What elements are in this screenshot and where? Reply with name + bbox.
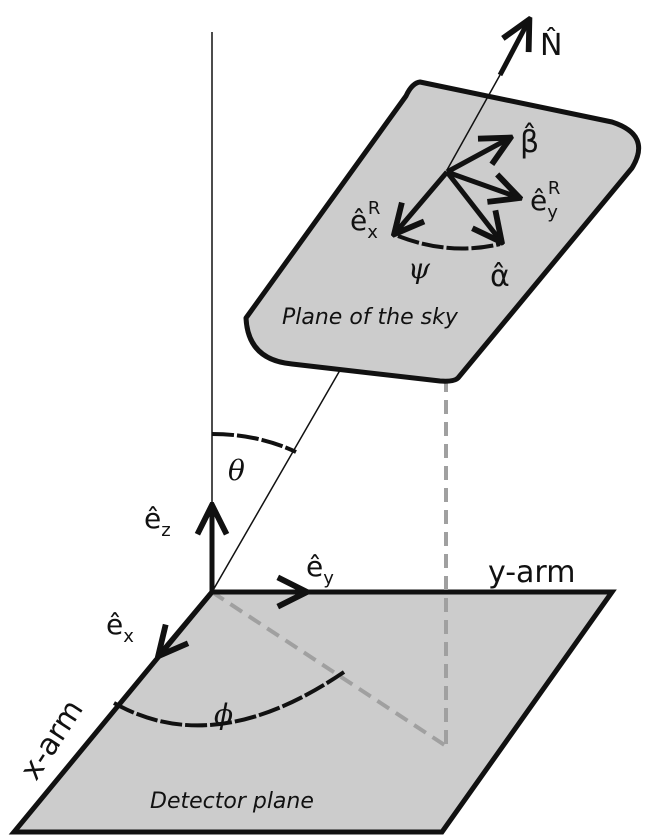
beta-hat-label: β̂ (520, 122, 539, 160)
beta-hat-arrow (445, 139, 508, 175)
ex-arrow (160, 590, 214, 654)
projection-line-on-plane (210, 590, 448, 748)
sky-plane (243, 79, 642, 384)
detector-plane-caption: Detector plane (150, 789, 314, 814)
sky-plane-caption: Plane of the sky (282, 305, 459, 330)
ex-r-label: êxR (350, 198, 380, 243)
psi-label: ψ (408, 252, 431, 285)
phi-label: ϕ (214, 698, 233, 731)
n-direction-thin (446, 74, 501, 171)
ey-r-arrow (446, 169, 517, 197)
theta-label: θ (228, 454, 245, 487)
source-direction-line (211, 364, 344, 593)
ex-label: êx (106, 608, 134, 647)
n-hat-arrow (497, 22, 528, 77)
ez-label: êz (144, 502, 171, 541)
n-hat-label: N̂ (540, 27, 562, 63)
ey-r-label: êyR (530, 178, 560, 223)
ex-r-arrow (396, 170, 449, 232)
psi-arc (397, 234, 501, 251)
y-arm-label: y-arm (488, 555, 575, 590)
alpha-hat-arrow (445, 170, 500, 240)
theta-arc (211, 432, 297, 454)
alpha-hat-label: α̂ (490, 259, 510, 294)
phi-arc (113, 670, 346, 728)
ey-label: êy (306, 550, 334, 589)
